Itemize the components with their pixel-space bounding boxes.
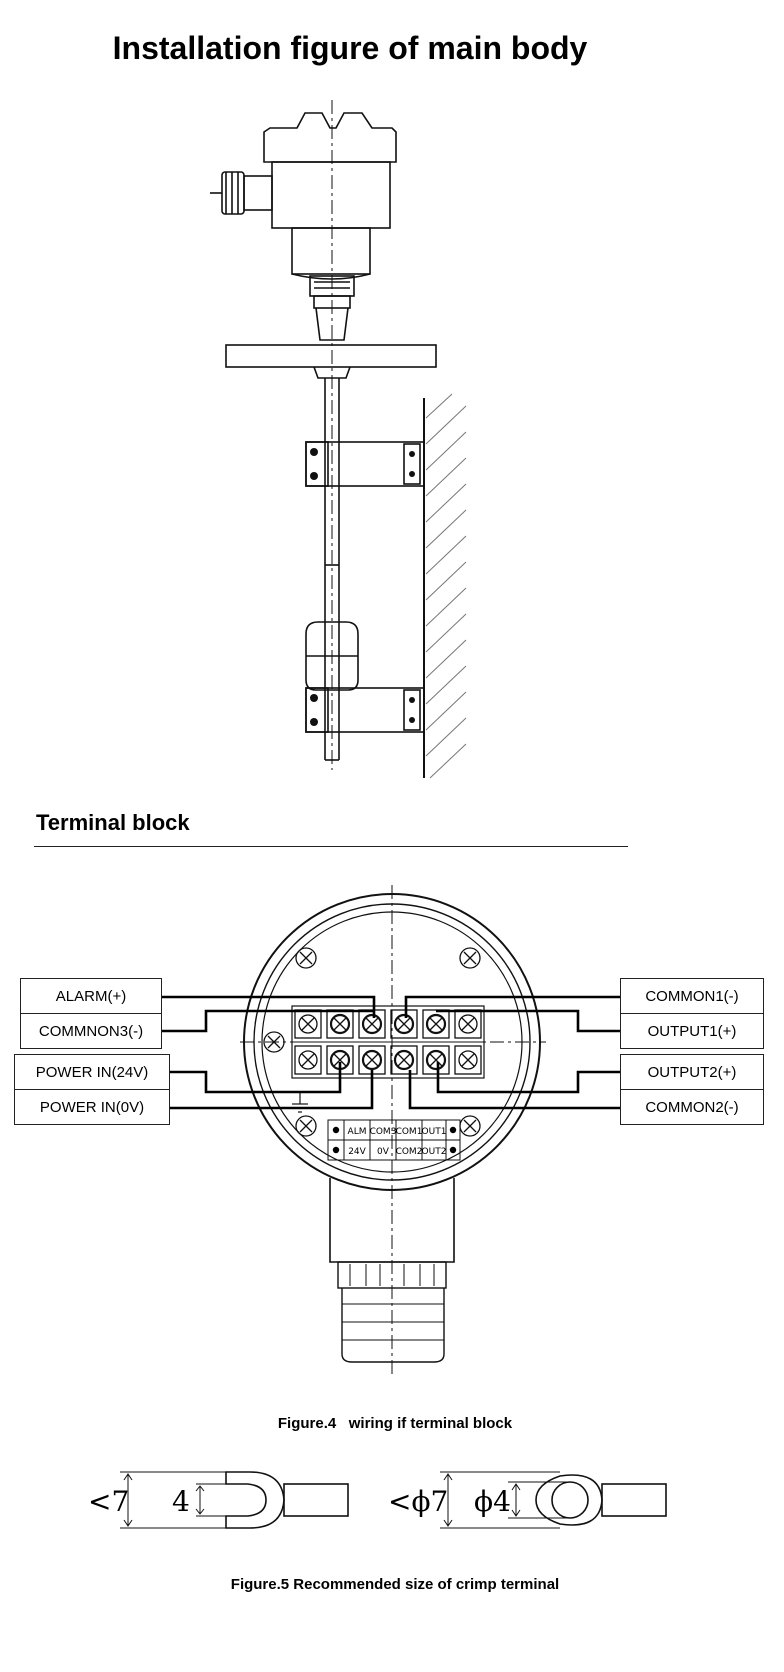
terminal-cell [390, 1009, 418, 1039]
label-common3-minus: COMMNON3(-) [20, 1013, 162, 1049]
terminal-screw-slot [461, 1053, 475, 1067]
terminal-screw [298, 1014, 318, 1034]
terminal-screw [329, 1013, 351, 1035]
terminal-label-com1: COM1 [396, 1127, 423, 1137]
terminal-screw-slot [301, 1017, 315, 1031]
terminal-screw-slot [365, 1017, 379, 1031]
terminal-screw [425, 1013, 447, 1035]
label-common1-minus: COMMON1(-) [620, 978, 764, 1014]
terminal-screw-slot [333, 1053, 347, 1067]
terminal-screw [361, 1049, 383, 1071]
terminal-label-alm: ALM [348, 1127, 367, 1137]
terminal-screw [458, 1050, 478, 1070]
section-divider [34, 846, 628, 847]
label-power-in-0v: POWER IN(0V) [14, 1089, 170, 1125]
label-output2-plus: OUTPUT2(+) [620, 1054, 764, 1090]
ring-outer-dimension: <ϕ7 [388, 1485, 448, 1518]
terminal-screw-slot [365, 1053, 379, 1067]
figure-5-caption: Figure.5 Recommended size of crimp termi… [230, 1576, 560, 1593]
terminal-screw [393, 1049, 415, 1071]
terminal-label-24v: 24V [348, 1147, 366, 1157]
page-title: Installation figure of main body [112, 30, 588, 66]
terminal-screw [393, 1013, 415, 1035]
crimp-terminal-drawing: <7 4 <ϕ7 ϕ4 [88, 1471, 667, 1529]
label-power-in-24v: POWER IN(24V) [14, 1054, 170, 1090]
terminal-screw [425, 1049, 447, 1071]
label-alarm-plus: ALARM(+) [20, 978, 162, 1014]
terminal-cell [390, 1045, 418, 1075]
fork-outer-dimension: <7 [88, 1485, 129, 1518]
terminal-screw-slot [429, 1053, 443, 1067]
label-output1-plus: OUTPUT1(+) [620, 1013, 764, 1049]
terminal-screw-slot [333, 1017, 347, 1031]
terminal-label-out2: OUT2 [422, 1147, 447, 1157]
label-common2-minus: COMMON2(-) [620, 1089, 764, 1125]
terminal-screw [361, 1013, 383, 1035]
fork-inner-dimension: 4 [172, 1485, 190, 1518]
terminal-label-com2: COM2 [396, 1147, 423, 1157]
terminal-screw-slot [301, 1053, 315, 1067]
ring-inner-dimension: ϕ4 [474, 1485, 511, 1518]
terminal-cell [294, 1045, 322, 1075]
terminal-label-0v: 0V [377, 1147, 390, 1157]
terminal-cell [454, 1045, 482, 1075]
terminal-cell [422, 1045, 450, 1075]
level-switch-installation-drawing [210, 100, 467, 779]
terminal-label-out1: OUT1 [422, 1127, 447, 1137]
section-heading: Terminal block [36, 810, 190, 835]
terminal-screw-slot [429, 1017, 443, 1031]
terminal-screw [298, 1050, 318, 1070]
terminal-screw [458, 1014, 478, 1034]
terminal-label-com3: COM3 [370, 1127, 397, 1137]
terminal-block-wiring-diagram: ALM COM3 COM1 OUT1 24V 0V COM2 OUT2 [162, 885, 620, 1378]
terminal-screw-slot [397, 1053, 411, 1067]
terminal-screw-slot [397, 1017, 411, 1031]
terminal-screw-slot [461, 1017, 475, 1031]
figure-4-caption: Figure.4 wiring if terminal block [277, 1415, 513, 1432]
